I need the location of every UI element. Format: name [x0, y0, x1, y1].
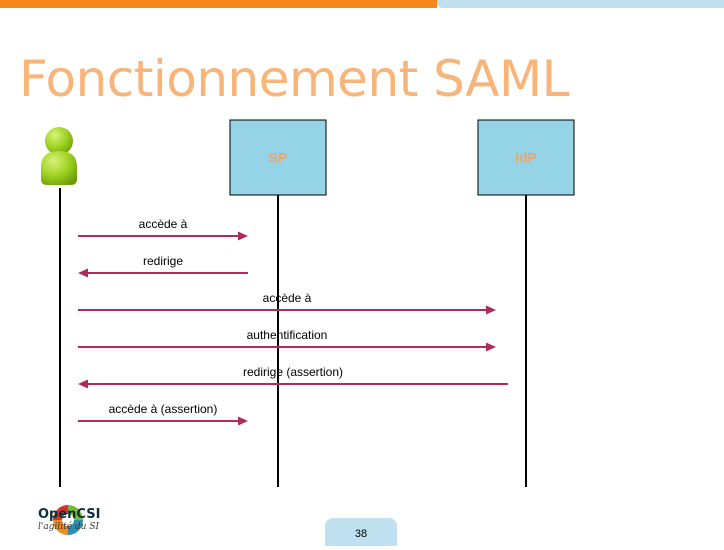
page-number: 38 — [325, 518, 397, 546]
message-6: accède à (assertion) — [78, 402, 248, 426]
arrowhead-icon — [238, 416, 248, 426]
arrowhead-icon — [78, 379, 88, 389]
top-bar-orange — [0, 0, 437, 8]
message-label: authentification — [247, 328, 328, 342]
logo-name: OpenCSI — [38, 507, 101, 522]
message-3: accède à — [78, 291, 496, 315]
participant-label-sp: SP — [269, 150, 288, 166]
slide-title: Fonctionnement SAML — [19, 50, 570, 108]
participant-user — [41, 127, 77, 185]
footer-logo: OpenCSI l'agilité du SI — [38, 507, 100, 533]
message-4: authentification — [78, 328, 496, 352]
arrowhead-icon — [78, 268, 88, 278]
message-label: redirige — [143, 254, 183, 268]
participant-box-sp — [229, 119, 327, 196]
arrowhead-icon — [486, 305, 496, 315]
participant-sp: SP — [229, 119, 327, 196]
message-label: accède à — [139, 217, 188, 231]
top-bar-blue — [437, 0, 724, 8]
arrowhead-icon — [238, 231, 248, 241]
participant-idp: IdP — [477, 119, 575, 196]
message-1: accède à — [78, 217, 248, 241]
arrowhead-icon — [486, 342, 496, 352]
person-icon — [41, 127, 77, 185]
message-2: redirige — [78, 254, 248, 278]
message-label: accède à — [263, 291, 312, 305]
logo-tagline: l'agilité du SI — [38, 522, 100, 532]
participant-box-idp — [477, 119, 575, 196]
participant-label-idp: IdP — [515, 150, 537, 166]
message-label: redirige (assertion) — [243, 365, 343, 379]
opencsi-logo-icon — [53, 505, 83, 535]
message-label: accède à (assertion) — [109, 402, 218, 416]
message-5: redirige (assertion) — [78, 365, 508, 389]
